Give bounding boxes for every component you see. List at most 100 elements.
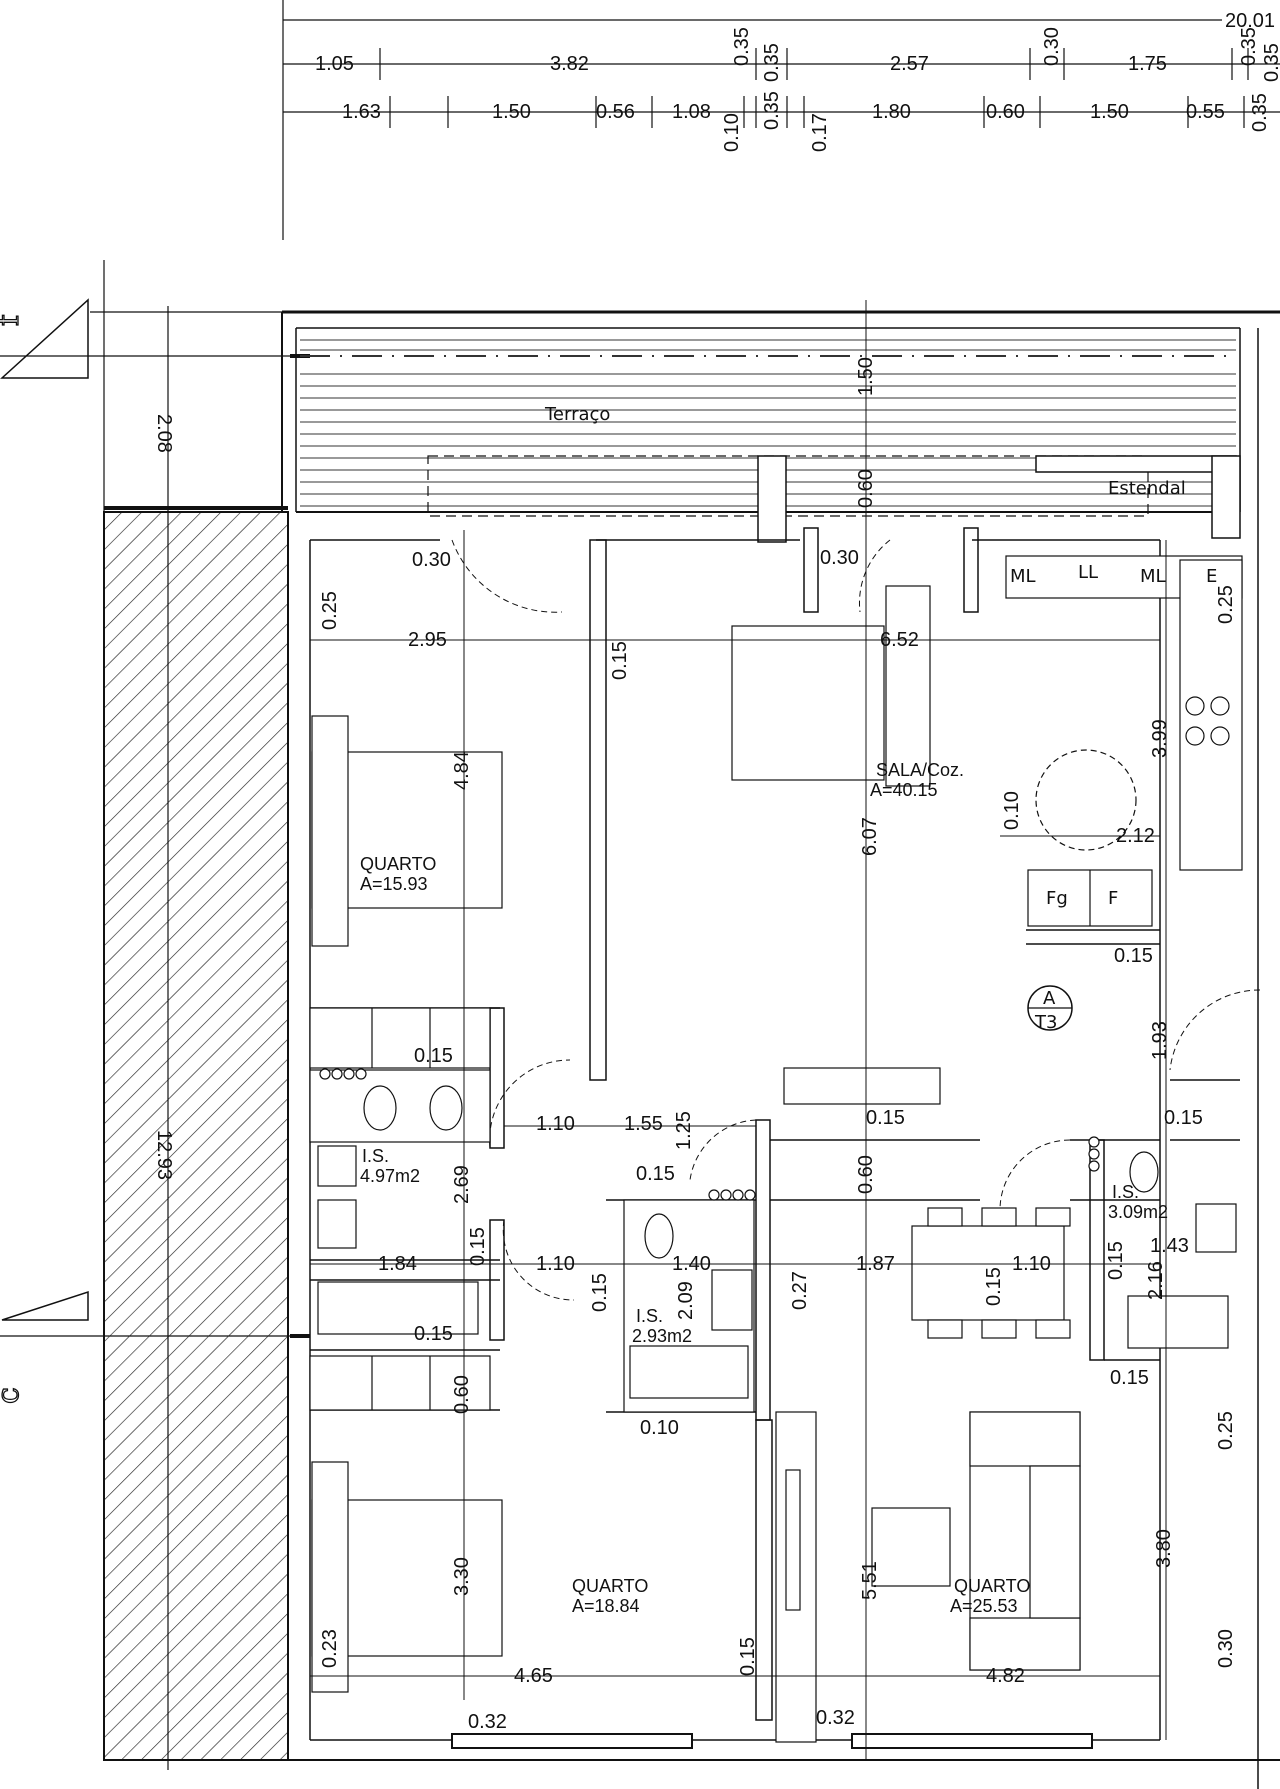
dim-r2-0: 1.63 (342, 101, 381, 123)
dim-015h: 0.15 (589, 1273, 611, 1312)
dim-r2-4: 0.10 (721, 113, 743, 152)
dim-r1-0: 1.05 (315, 53, 354, 75)
dim-015g: 0.15 (467, 1227, 489, 1266)
dim-551: 5.51 (859, 1561, 881, 1600)
room-label-terrace: Terraço (544, 404, 610, 425)
dim-484: 4.84 (451, 751, 473, 790)
dim-015a: 0.15 (609, 641, 631, 680)
dimension-texts: 1.50 0.60 0.30 0.30 0.25 2.95 0.15 6.52 … (319, 357, 1237, 1733)
bath1-area: 4.97m2 (360, 1166, 420, 1186)
dim-015e: 0.15 (1164, 1107, 1203, 1129)
dim-295: 2.95 (408, 629, 447, 651)
bath3-area: 3.09m2 (1108, 1202, 1168, 1222)
dim-143: 1.43 (1150, 1235, 1189, 1257)
appliance-ml-1: ML (1010, 566, 1036, 587)
bed1-area: A=15.93 (360, 874, 428, 894)
dim-032b: 0.32 (816, 1707, 855, 1729)
dim-110b: 1.10 (536, 1253, 575, 1275)
bath-3-fixtures (1088, 1136, 1237, 1349)
dim-terrace-060: 0.60 (855, 469, 877, 508)
dim-015n: 0.15 (737, 1637, 759, 1676)
dim-125: 1.25 (673, 1111, 695, 1150)
section-marker-bottom: T3 (1034, 1012, 1057, 1033)
dim-r2-9: 1.50 (1090, 101, 1129, 123)
dim-r1-1: 3.82 (550, 53, 589, 75)
dim-399: 3.99 (1149, 719, 1171, 758)
dim-025b: 0.25 (1215, 585, 1237, 624)
left-dimension (90, 260, 288, 1770)
dim-total: 20.01 (1225, 10, 1275, 32)
appliance-ll: LL (1078, 562, 1098, 583)
dim-r2-6: 0.17 (809, 113, 831, 152)
bed1-name: QUARTO (360, 854, 436, 874)
dim-060b: 0.60 (451, 1375, 473, 1414)
appliance-f: F (1108, 888, 1118, 909)
dim-terrace-150: 1.50 (855, 357, 877, 396)
dim-r2-3: 1.08 (672, 101, 711, 123)
dim-607: 6.07 (859, 817, 881, 856)
bath-2-fixtures (623, 1189, 756, 1413)
appliance-labels: ML LL ML E Fg F (1010, 562, 1217, 909)
bed-3-sofa (871, 1411, 1081, 1671)
top-dimension-chains (282, 0, 1280, 240)
wardrobe-bed-3 (775, 1411, 817, 1743)
dim-r1-6: 1.75 (1128, 53, 1167, 75)
dim-184: 1.84 (378, 1253, 417, 1275)
bed2-name: QUARTO (572, 1576, 648, 1596)
dim-027: 0.27 (789, 1271, 811, 1310)
bed-2 (309, 1355, 503, 1693)
bath-1-fixtures (309, 1068, 491, 1335)
dim-015l: 0.15 (414, 1323, 453, 1345)
axis-label-f: f (0, 313, 26, 326)
hatched-wall (103, 511, 289, 1761)
dim-015j: 0.15 (1105, 1241, 1127, 1280)
dim-015f: 0.15 (636, 1163, 675, 1185)
dim-r2-11: 0.35 (1249, 93, 1271, 132)
inner-dimension-lines (310, 300, 1167, 1760)
dim-r2-7: 1.80 (872, 101, 911, 123)
dim-025a: 0.25 (319, 591, 341, 630)
dim-015c: 0.15 (414, 1045, 453, 1067)
dim-482: 4.82 (986, 1665, 1025, 1687)
dim-r1-4: 2.57 (890, 53, 929, 75)
section-marker: A T3 (1027, 985, 1073, 1033)
dim-209: 2.09 (675, 1281, 697, 1320)
dim-left-208: 2.08 (153, 414, 175, 453)
dim-212: 2.12 (1116, 825, 1155, 847)
dim-r1-2: 0.35 (731, 27, 753, 66)
appliance-e: E (1206, 566, 1217, 587)
dim-025c: 0.25 (1215, 1411, 1237, 1450)
dim-193: 1.93 (1149, 1021, 1171, 1060)
dim-010: 0.10 (1001, 791, 1023, 830)
dim-110a: 1.10 (536, 1113, 575, 1135)
dim-r1-3: 0.35 (761, 43, 783, 82)
dim-left-1293: 12.93 (153, 1130, 175, 1180)
bath2-area: 2.93m2 (632, 1326, 692, 1346)
top-dimension-labels: 20.01 1.05 3.82 0.35 0.35 2.57 0.30 1.75… (315, 10, 1280, 152)
section-marker-top: A (1043, 988, 1056, 1009)
bed3-name: QUARTO (954, 1576, 1030, 1596)
bath3-name: I.S. (1112, 1182, 1139, 1202)
room-labels: SALA/Coz. A=40.15 QUARTO A=15.93 QUARTO … (360, 760, 1168, 1616)
dim-015b: 0.15 (1114, 945, 1153, 967)
appliance-fg: Fg (1046, 888, 1068, 909)
bed2-area: A=18.84 (572, 1596, 640, 1616)
dim-r2-5: 0.35 (761, 91, 783, 130)
bath2-name: I.S. (636, 1306, 663, 1326)
dim-110c: 1.10 (1012, 1253, 1051, 1275)
dim-r2-8: 0.60 (986, 101, 1025, 123)
dim-r1-7: 0.35 (1238, 27, 1260, 66)
dim-216: 2.16 (1145, 1261, 1167, 1300)
label-clothesline: Estendal (1108, 478, 1186, 499)
appliance-ml-2: ML (1140, 566, 1166, 587)
dim-023: 0.23 (319, 1629, 341, 1668)
dim-015d: 0.15 (866, 1107, 905, 1129)
bed-1 (309, 715, 503, 1069)
dim-652: 6.52 (880, 629, 919, 651)
terrace-features (427, 455, 1241, 543)
dim-187: 1.87 (856, 1253, 895, 1275)
dim-465: 4.65 (514, 1665, 553, 1687)
dim-155: 1.55 (624, 1113, 663, 1135)
living-area: A=40.15 (870, 780, 938, 800)
